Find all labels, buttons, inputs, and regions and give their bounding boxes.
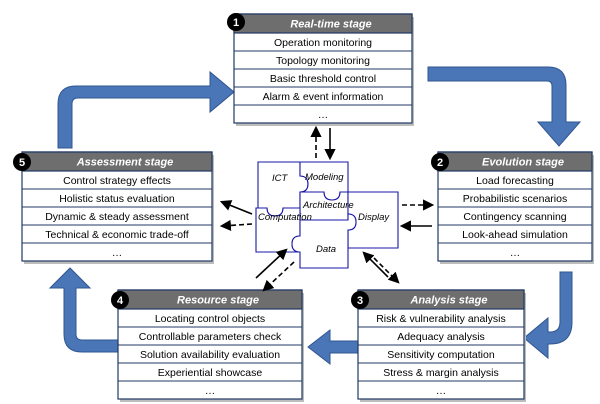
puzzle-label-modeling: Modeling <box>305 172 344 183</box>
flow-arrow-analysis-to-resource <box>307 328 359 366</box>
stage-number-badge <box>351 291 369 309</box>
puzzle-label-architecture: Architecture <box>302 200 354 211</box>
stage-item: Experiential showcase <box>158 367 263 379</box>
arrow-assessment-solid-in <box>219 200 253 215</box>
arrow-resource-dashed-out <box>262 261 295 292</box>
stage-item: Controllable parameters check <box>139 331 282 343</box>
flow-arrow-assessment-to-realtime <box>57 70 235 149</box>
stage-item: Adequacy analysis <box>397 331 485 343</box>
stage-title: Real-time stage <box>290 19 371 31</box>
stage-item: Contingency scanning <box>463 211 566 223</box>
arrow-assessment-dashed-out <box>219 219 253 231</box>
stage-item: Sensitivity computation <box>387 349 495 361</box>
stage-title: Evolution stage <box>482 157 564 169</box>
stage-item: … <box>205 385 216 397</box>
stage-item: Control strategy effects <box>63 175 171 187</box>
stage-item: … <box>318 109 329 121</box>
flow-arrows <box>48 66 582 366</box>
flow-arrow-evolution-to-analysis <box>523 271 573 360</box>
stage-item: Load forecasting <box>476 175 554 187</box>
stage-number: 1 <box>233 17 239 29</box>
puzzle-graphic <box>255 161 399 269</box>
stage-item: Operation monitoring <box>274 37 372 49</box>
puzzle-labels: ICT Modeling Architecture Computation Di… <box>258 172 390 255</box>
puzzle-piece-data <box>291 213 357 269</box>
stage-item: Alarm & event information <box>263 91 384 103</box>
connector-arrows <box>219 125 435 292</box>
puzzle-piece-architecture <box>299 191 349 221</box>
stage-number: 5 <box>19 157 25 169</box>
stage-item: Locating control objects <box>155 313 265 325</box>
arrow-resource-solid-in <box>255 248 288 279</box>
arrow-analysis-solid-in <box>362 251 389 278</box>
stage-item: Look-ahead simulation <box>462 229 568 241</box>
stage-number-badge <box>431 153 449 171</box>
stage-number: 3 <box>357 295 363 307</box>
flow-arrow-realtime-to-evolution <box>427 66 582 147</box>
stage-item: Holistic status evaluation <box>59 193 175 205</box>
stage-item: Probabilistic scenarios <box>463 193 567 205</box>
stage-number-badge <box>13 153 31 171</box>
stage-number-badge <box>227 13 245 31</box>
stage-title: Analysis stage <box>409 295 487 307</box>
stage-item: Solution availability evaluation <box>140 349 280 361</box>
arrow-analysis-dashed-out <box>373 257 400 284</box>
stage-number: 2 <box>437 157 443 169</box>
stage-item: Technical & economic trade-off <box>45 229 188 241</box>
stage-title: Resource stage <box>177 295 259 307</box>
puzzle-label-ict: ICT <box>272 173 289 184</box>
stage-item: … <box>112 247 123 259</box>
puzzle-label-display: Display <box>358 212 390 223</box>
stage-item: Stress & margin analysis <box>383 367 499 379</box>
puzzle-label-data: Data <box>316 244 336 255</box>
flow-arrow-resource-to-assessment <box>48 267 123 353</box>
stage-number-badge <box>111 291 129 309</box>
stage-item: Risk & vulnerability analysis <box>376 313 506 325</box>
stage-number: 4 <box>117 295 124 307</box>
puzzle-label-computation: Computation <box>258 212 312 223</box>
stage-item: Basic threshold control <box>270 73 376 85</box>
stage-title: Assessment stage <box>76 157 174 169</box>
stage-item: … <box>510 247 521 259</box>
stage-item: Topology monitoring <box>276 55 370 67</box>
stage-item: Dynamic & steady assessment <box>45 211 189 223</box>
stage-item: … <box>436 385 447 397</box>
